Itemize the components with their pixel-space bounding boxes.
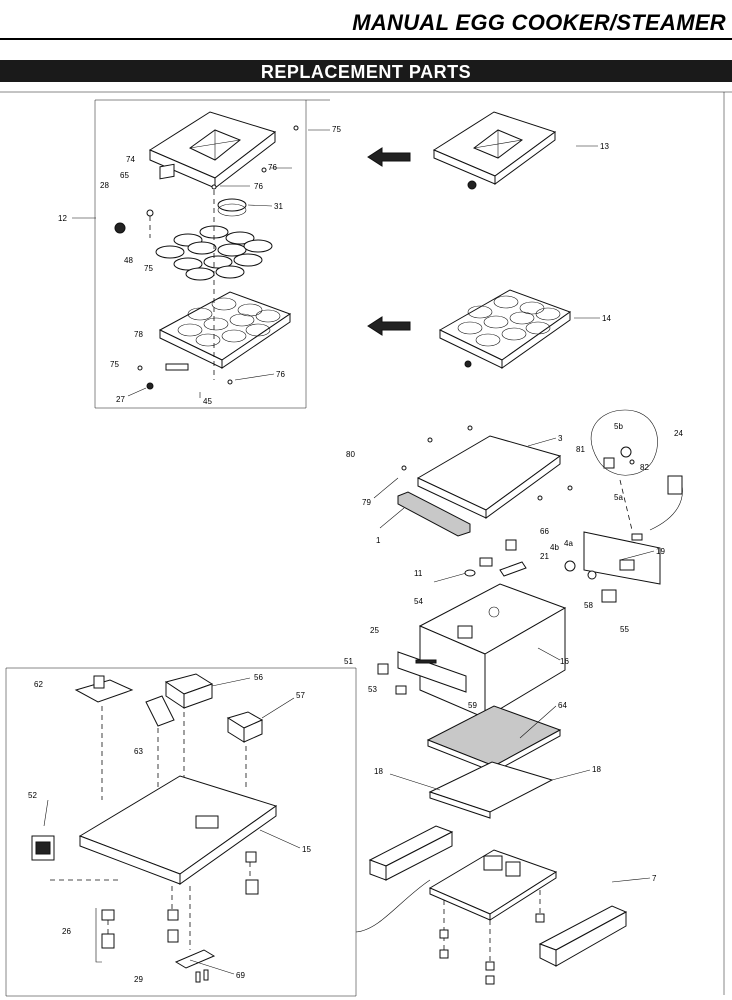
arrow-left-icon <box>367 147 411 167</box>
callout-14: 14 <box>602 314 611 323</box>
callout-69: 69 <box>236 971 245 980</box>
top-cover-3 <box>416 435 562 519</box>
electrical-inset <box>5 667 357 997</box>
callout-29: 29 <box>134 975 143 984</box>
upper-tray <box>148 111 277 190</box>
callout-62: 62 <box>34 680 43 689</box>
callout-51: 51 <box>344 657 353 666</box>
callout-13: 13 <box>600 142 609 151</box>
callout-25: 25 <box>370 626 379 635</box>
callout-3: 3 <box>558 434 563 443</box>
callout-5b: 5b <box>614 422 623 431</box>
callout-53: 53 <box>368 685 377 694</box>
callout-64: 64 <box>558 701 567 710</box>
callout-65: 65 <box>120 171 129 180</box>
callout-12: 12 <box>58 214 67 223</box>
callout-11: 11 <box>414 569 423 578</box>
callout-82: 82 <box>640 463 649 472</box>
section-banner <box>0 60 732 82</box>
callout-labels: 75 76 76 31 74 65 28 12 48 75 78 75 76 2… <box>28 125 683 984</box>
switch-53 <box>395 685 407 695</box>
callout-75: 75 <box>110 360 119 369</box>
knob-28 <box>114 222 126 234</box>
callout-19: 19 <box>656 547 665 556</box>
switch-51 <box>377 663 389 675</box>
callout-76: 76 <box>276 370 285 379</box>
callout-75: 75 <box>332 125 341 134</box>
back-panel-19 <box>583 531 661 603</box>
tray-assembly-inset <box>94 99 330 409</box>
callout-31: 31 <box>274 202 283 211</box>
callout-1: 1 <box>376 536 381 545</box>
gasket-1 <box>397 491 471 537</box>
callout-79: 79 <box>362 498 371 507</box>
callout-75: 75 <box>144 264 153 273</box>
rack-14 <box>438 289 572 369</box>
callout-76: 76 <box>254 182 263 191</box>
arrow-left-icon <box>367 316 411 336</box>
title-rule <box>0 38 732 40</box>
callout-18: 18 <box>374 767 383 776</box>
egg-ring-31 <box>217 198 247 212</box>
callout-58: 58 <box>584 601 593 610</box>
callout-57: 57 <box>296 691 305 700</box>
callout-16: 16 <box>560 657 569 666</box>
callout-63: 63 <box>134 747 143 756</box>
callout-45: 45 <box>203 397 212 406</box>
callout-27: 27 <box>116 395 125 404</box>
handle-bracket-78 <box>165 363 189 371</box>
thermostat-detail <box>590 409 683 531</box>
callout-4a: 4a <box>564 539 573 548</box>
callout-56: 56 <box>254 673 263 682</box>
callout-18: 18 <box>592 765 601 774</box>
base-pan <box>428 849 558 921</box>
callout-74: 74 <box>126 155 135 164</box>
leader-lines <box>43 129 655 975</box>
label-21 <box>499 561 527 577</box>
callout-48: 48 <box>124 256 133 265</box>
control-panel-25 <box>397 651 467 693</box>
heater-plate-64 <box>426 705 562 767</box>
callout-81: 81 <box>576 445 585 454</box>
callout-52: 52 <box>28 791 37 800</box>
callout-28: 28 <box>100 181 109 190</box>
callout-55: 55 <box>620 625 629 634</box>
callout-59: 59 <box>468 701 477 710</box>
lower-egg-rack <box>158 291 292 369</box>
callout-78: 78 <box>134 330 143 339</box>
inset-box <box>94 99 330 409</box>
callout-7: 7 <box>652 874 657 883</box>
section-banner-title: REPLACEMENT PARTS <box>260 62 472 82</box>
callout-26: 26 <box>62 927 71 936</box>
callout-15: 15 <box>302 845 311 854</box>
callout-5a: 5a <box>614 493 623 502</box>
callout-66: 66 <box>540 527 549 536</box>
egg-ring-cluster <box>155 225 273 281</box>
callout-24: 24 <box>674 429 683 438</box>
callout-80: 80 <box>346 450 355 459</box>
lid-13 <box>432 111 557 190</box>
callout-21: 21 <box>540 552 549 561</box>
callout-4b: 4b <box>550 543 559 552</box>
callout-76: 76 <box>268 163 277 172</box>
page-title: MANUAL EGG COOKER/STEAMER <box>352 10 726 35</box>
callout-54: 54 <box>414 597 423 606</box>
